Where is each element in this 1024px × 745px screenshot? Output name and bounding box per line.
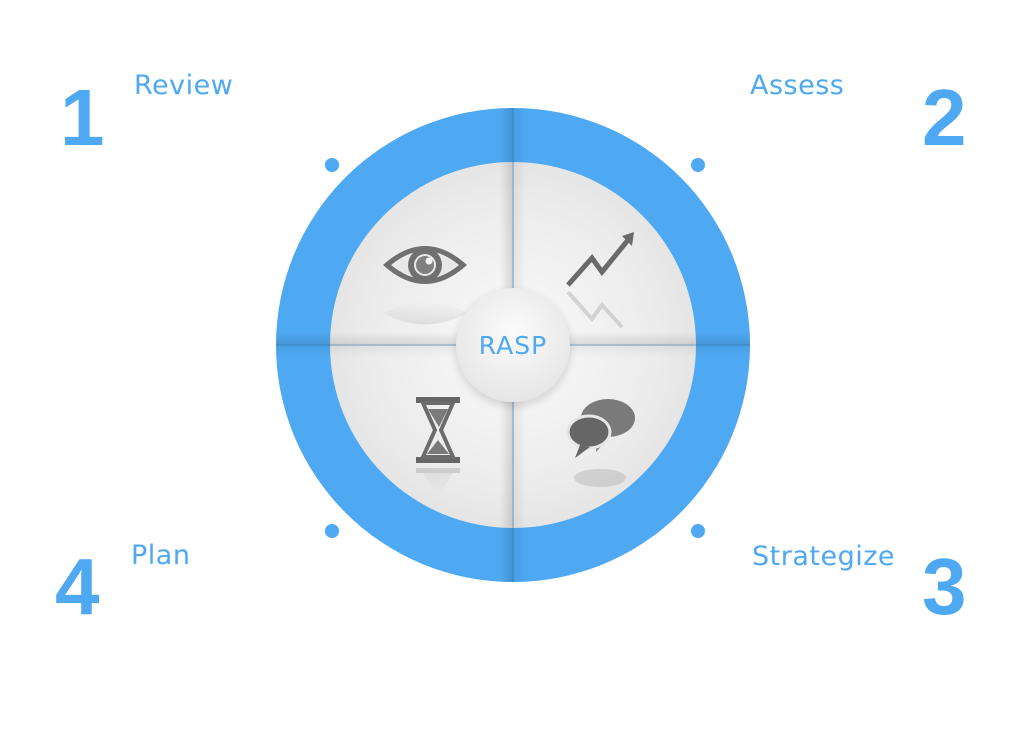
- step-label-plan: Plan: [131, 540, 191, 571]
- step-label-review: Review: [134, 70, 234, 101]
- step-number-assess: 2: [922, 73, 967, 162]
- step-label-assess: Assess: [750, 70, 845, 101]
- step-number-plan: 4: [55, 542, 100, 631]
- speech-bubbles-icon: [566, 399, 635, 487]
- step-number-review: 1: [60, 73, 105, 162]
- trend-arrow-icon: [566, 232, 634, 329]
- step-number-strategize: 3: [922, 542, 967, 631]
- connector-dot-strategize: [691, 524, 705, 538]
- center-circle: [456, 288, 570, 402]
- connector-dot-review: [325, 158, 339, 172]
- center-label: RASP: [478, 331, 548, 360]
- connector-dot-plan: [325, 524, 339, 538]
- step-label-strategize: Strategize: [752, 541, 895, 572]
- connector-dot-assess: [691, 158, 705, 172]
- eye-icon: [383, 246, 467, 325]
- hourglass-icon: [416, 397, 460, 492]
